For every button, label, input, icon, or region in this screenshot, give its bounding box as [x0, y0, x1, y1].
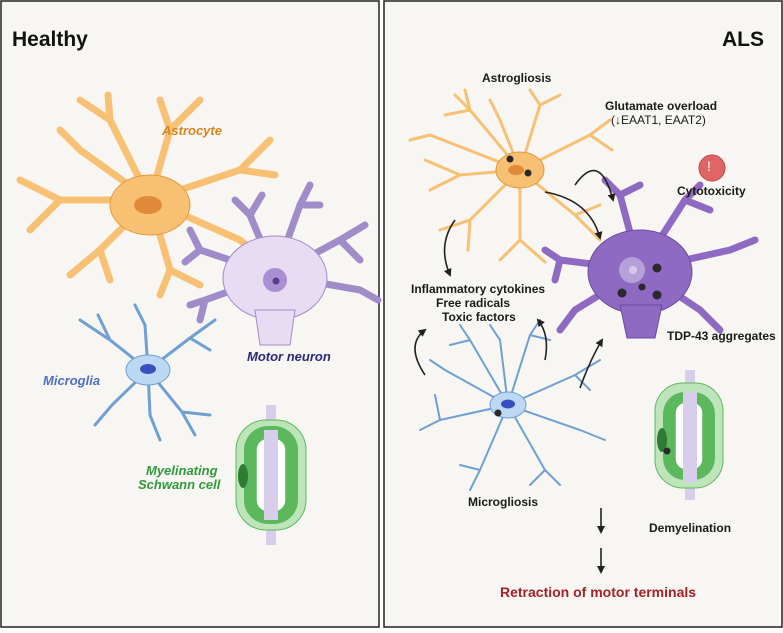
glutamate-overload-label: Glutamate overload — [605, 99, 718, 113]
astrocyte-to-neuron-arrow — [544, 191, 603, 240]
als-reactive-astrocyte — [408, 88, 614, 264]
als-panel-title: ALS — [722, 28, 764, 51]
motor-neuron-label: Motor neuron — [247, 349, 331, 364]
als-reactive-microglia-processes — [419, 319, 606, 491]
schwann-cell-label-line2: Schwann cell — [138, 477, 221, 492]
healthy-panel-title: Healthy — [12, 28, 88, 51]
astrocyte-label: Astrocyte — [162, 123, 222, 138]
healthy-motor-neuron — [222, 235, 328, 346]
microglia-to-cytokines-left-arrow — [414, 328, 427, 376]
cytotoxicity-icon-glyph: ! — [707, 158, 711, 174]
inflammatory-cytokines-label: Inflammatory cytokines — [411, 282, 546, 296]
als-motor-neuron — [587, 229, 693, 339]
tdp43-aggregates-label: TDP-43 aggregates — [667, 329, 776, 343]
astrogliosis-label: Astrogliosis — [482, 71, 552, 85]
healthy-schwann-cell — [235, 405, 307, 545]
cytotoxicity-alert-icon — [698, 154, 726, 182]
healthy-microglia — [125, 354, 171, 386]
microgliosis-label: Microgliosis — [468, 495, 539, 509]
microglia-to-neuron-arrow — [579, 338, 604, 389]
eaat-label: (↓EAAT1, EAAT2) — [611, 113, 706, 127]
microglia-to-cytokines-right-arrow — [536, 318, 548, 361]
astrocyte-to-cytokines-arrow — [443, 219, 456, 277]
cytotoxicity-label: Cytotoxicity — [677, 184, 746, 198]
als-astrocyte-body — [495, 151, 545, 189]
free-radicals-label: Free radicals — [436, 296, 511, 310]
glutamate-to-neuron-arrow — [574, 169, 616, 202]
toxic-factors-label: Toxic factors — [442, 310, 516, 324]
retraction-label: Retraction of motor terminals — [500, 584, 697, 600]
healthy-panel — [0, 0, 380, 628]
microglia-label: Microglia — [43, 373, 101, 388]
demyelination-label: Demyelination — [649, 521, 732, 535]
als-arrows — [414, 169, 616, 574]
als-demyelinating-schwann-cell — [654, 370, 724, 500]
schwann-cell-label-line1: Myelinating — [146, 463, 218, 478]
healthy-astrocyte-body — [109, 174, 191, 236]
als-reactive-microglia — [489, 391, 527, 419]
als-panel — [383, 0, 783, 628]
